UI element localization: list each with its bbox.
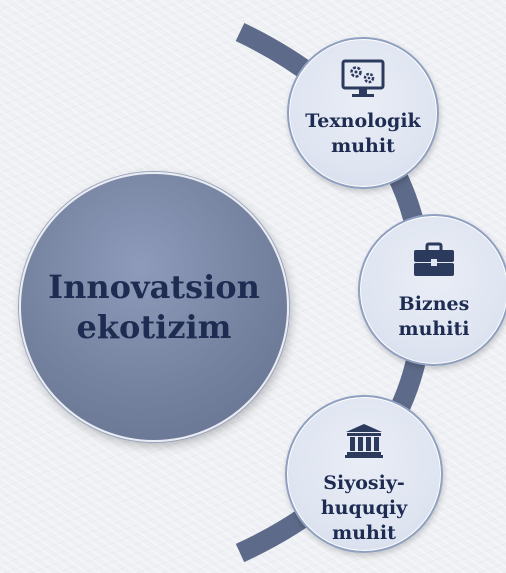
node-label-business: Biznes muhiti	[398, 293, 470, 340]
center-title: Innovatsion ekotizim	[48, 268, 260, 346]
node-label-technological: Texnologik muhit	[305, 110, 421, 157]
node-business: Biznes muhiti	[358, 214, 506, 366]
node-technological: Texnologik muhit	[287, 37, 439, 189]
briefcase-icon	[414, 242, 454, 276]
node-label-political-legal: Siyosiy-huquqiy muhit	[320, 472, 408, 544]
node-political-legal: Siyosiy-huquqiy muhit	[285, 395, 443, 553]
computer-settings-icon	[341, 59, 385, 97]
government-building-icon	[345, 424, 383, 458]
center-circle: Innovatsion ekotizim	[19, 172, 289, 442]
